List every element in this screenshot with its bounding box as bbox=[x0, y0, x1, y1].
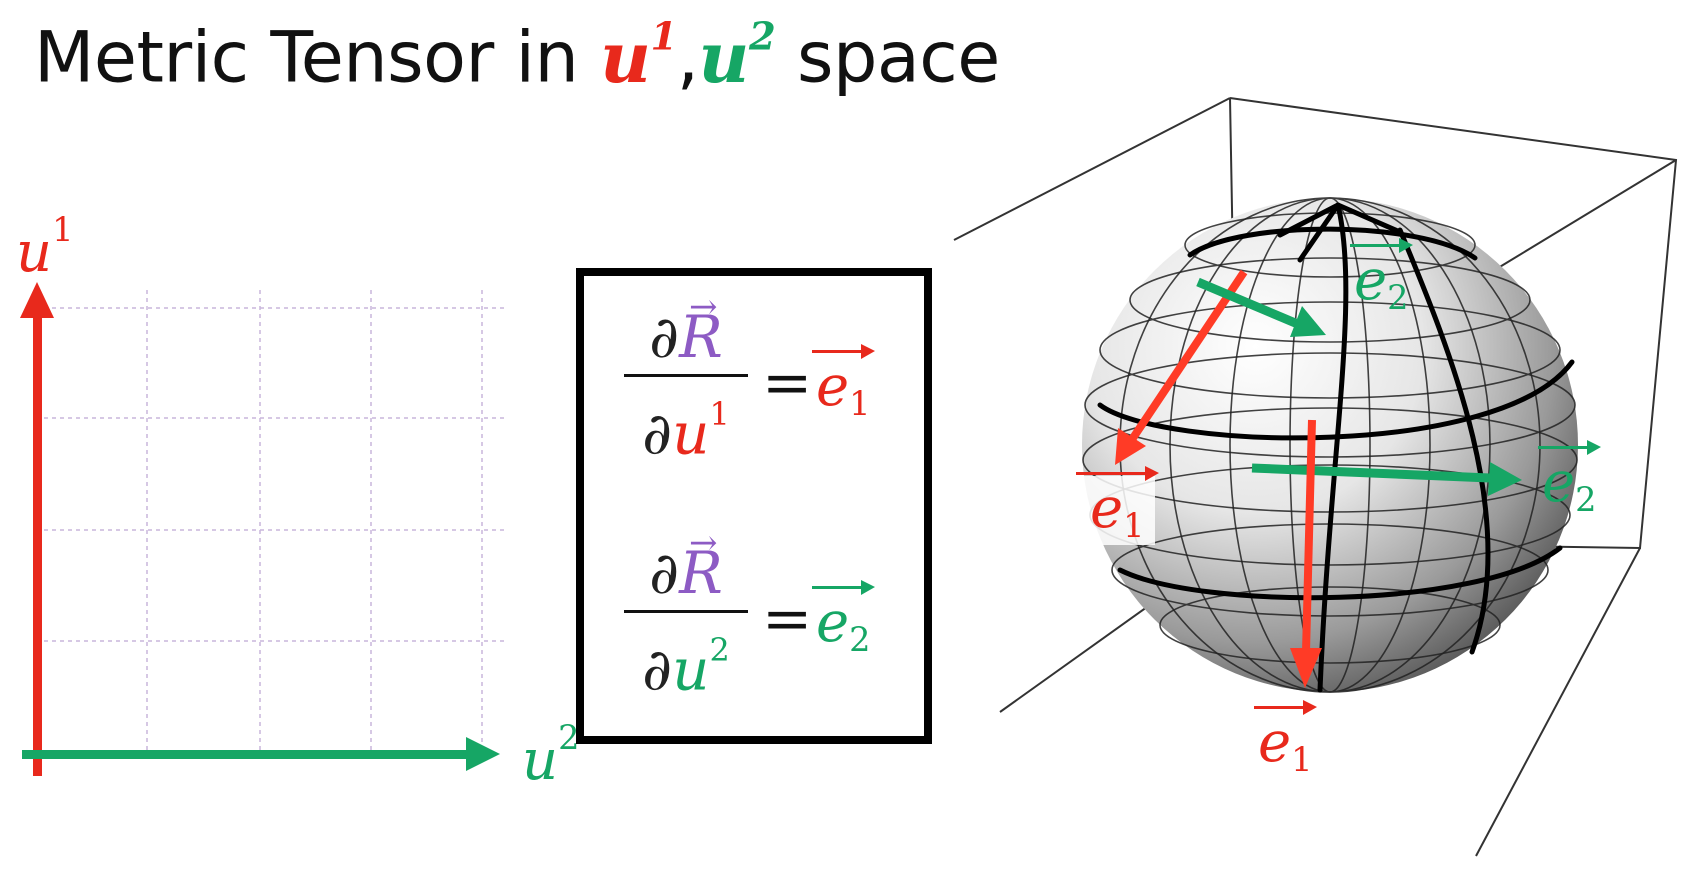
fraction-dR-du2: ∂R ∂u2 bbox=[624, 540, 748, 703]
sphere-label-e2-right: e2 bbox=[1538, 440, 1601, 519]
sphere-drawn-curves bbox=[1097, 202, 1575, 693]
fraction-bar bbox=[624, 374, 748, 377]
u2-axis-label: u2 bbox=[522, 718, 580, 794]
fraction-bar bbox=[624, 610, 748, 613]
basis-e1-label: e1 bbox=[812, 344, 875, 423]
sphere-label-e1-left: e1 bbox=[1076, 466, 1159, 546]
title-u2: u2 bbox=[698, 14, 776, 99]
u2-axis-arrow bbox=[22, 737, 500, 771]
equals-sign: = bbox=[762, 348, 813, 418]
sphere-vector-e2-middle bbox=[1251, 462, 1522, 496]
sphere-vector-e2-top bbox=[1196, 277, 1326, 337]
box-edge-top-right bbox=[1497, 159, 1677, 269]
sphere-label-e2-top: e2 bbox=[1350, 238, 1413, 317]
box-edge-bottom-right bbox=[1475, 547, 1641, 857]
title-suffix: space bbox=[775, 16, 1000, 99]
sphere-vector-e1-bottom bbox=[1290, 419, 1322, 688]
equation-box: ∂R ∂u1 = e1 ∂R ∂u2 = e2 bbox=[576, 268, 932, 744]
sphere-vector-e1-top bbox=[1115, 269, 1248, 465]
sphere-label-e1-bottom: e1 bbox=[1254, 700, 1317, 779]
sphere bbox=[1082, 197, 1578, 693]
coordinate-grid bbox=[36, 290, 505, 752]
equals-sign: = bbox=[762, 584, 813, 654]
title-prefix: Metric Tensor in bbox=[34, 16, 601, 99]
title-u1: u1 bbox=[600, 14, 677, 99]
basis-e2-label: e2 bbox=[812, 580, 875, 659]
fraction-denominator: ∂u1 bbox=[642, 395, 730, 468]
title-comma: , bbox=[676, 16, 699, 99]
box-edge-top-left bbox=[953, 97, 1231, 241]
fraction-numerator: ∂R bbox=[624, 304, 748, 370]
u1-axis-arrow bbox=[20, 282, 54, 776]
u1-axis-label: u1 bbox=[16, 210, 74, 286]
fraction-numerator: ∂R bbox=[624, 540, 748, 606]
fraction-dR-du1: ∂R ∂u1 bbox=[624, 304, 748, 467]
fraction-denominator: ∂u2 bbox=[642, 631, 730, 704]
slide-title: Metric Tensor in u1,u2 space bbox=[34, 14, 1000, 99]
